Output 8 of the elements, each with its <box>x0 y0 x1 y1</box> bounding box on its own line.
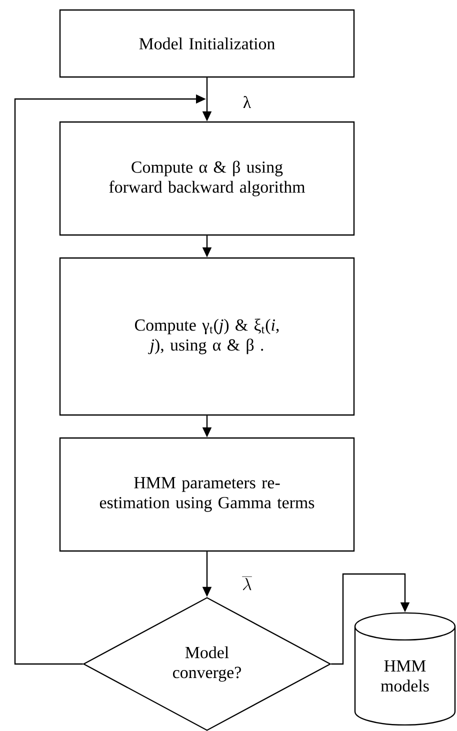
process-box: HMM parameters re-estimation using Gamma terms <box>59 437 355 552</box>
database-cylinder: HMM models <box>354 612 456 726</box>
process-box: Compute α & β using forward backward algorithm <box>59 121 355 236</box>
process-box: Compute γ$_{t}$(j) & ξ$_{t}$(i, j), using α & β . <box>59 257 355 416</box>
edge-label: λ <box>242 95 252 109</box>
process-box: Model Initialization <box>59 9 355 78</box>
edge-label: $\overline{\lambda}$ <box>241 575 253 591</box>
arrow <box>331 573 410 665</box>
